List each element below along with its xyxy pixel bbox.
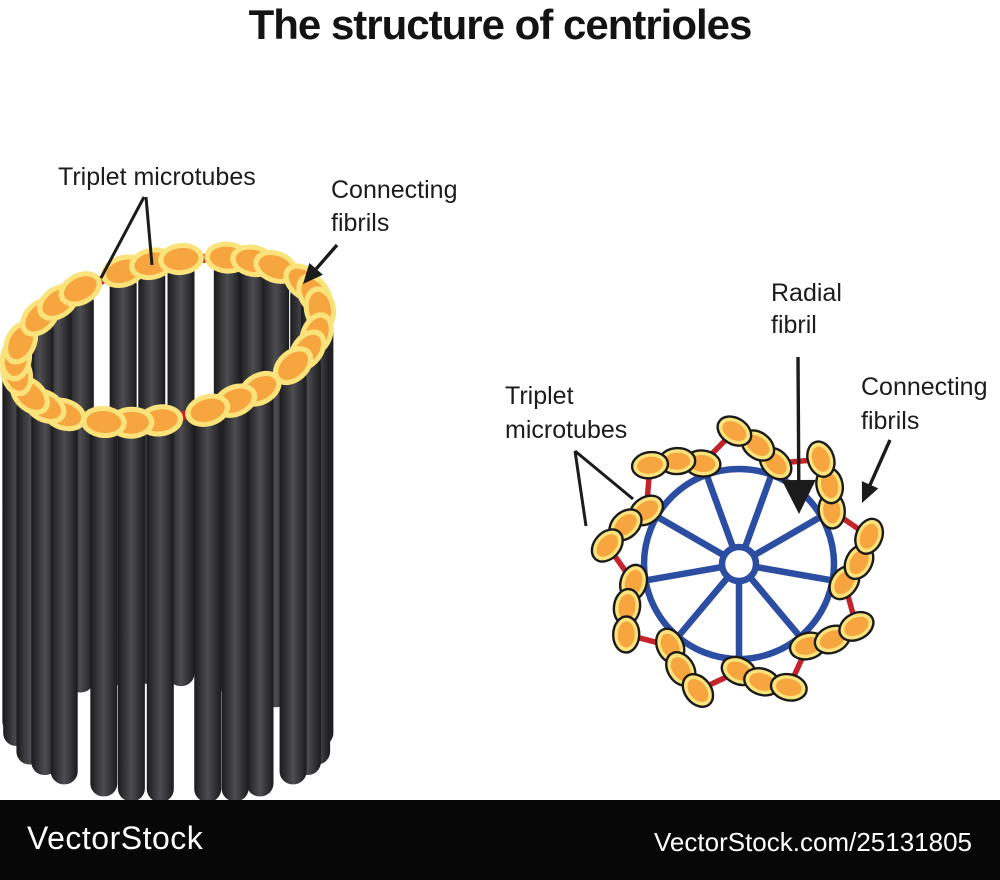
- oval-core: [859, 523, 879, 549]
- triplet-microtube: [681, 673, 715, 708]
- oval-core: [775, 678, 802, 697]
- radial-fibril-spoke: [677, 574, 732, 637]
- microtubule-tube: [167, 258, 195, 687]
- oval-core: [819, 630, 845, 649]
- oval-core: [749, 672, 775, 691]
- radial-fibril-spoke: [754, 563, 831, 584]
- oval-core: [664, 452, 691, 470]
- radial-fibril-spoke: [704, 476, 737, 551]
- microtubule-tube: [50, 414, 78, 785]
- microtubule-tube: [246, 388, 274, 797]
- microtubule-tube: [221, 400, 249, 802]
- central-hub: [718, 543, 760, 585]
- triplet-microtube-end: [80, 405, 127, 439]
- connecting-fibrils-arrow-right-head: [861, 481, 879, 503]
- triplet-microtube: [716, 415, 753, 447]
- oval-core: [163, 247, 199, 271]
- radial-fibril-spoke: [657, 515, 727, 559]
- triplet-microtube: [769, 672, 808, 702]
- label-text: Connecting: [861, 373, 988, 401]
- microtubule-tube: [194, 410, 222, 802]
- pointer-line: [144, 196, 154, 266]
- microtubule-tube: [146, 420, 174, 802]
- triplet-microtube: [590, 528, 624, 563]
- triplet-microtube-end: [58, 271, 102, 307]
- radial-fibril-spoke: [647, 563, 724, 584]
- connecting-fibrils-arrow-left-shaft: [313, 243, 339, 272]
- label-text: Radial: [771, 279, 842, 307]
- label-radial-fibril: Radial fibril: [771, 277, 842, 341]
- oval-core: [86, 410, 122, 434]
- oval-core: [670, 657, 691, 681]
- triplet-microtube: [806, 440, 836, 478]
- microtubule-tube: [279, 365, 307, 785]
- label-text: Connecting: [331, 176, 458, 204]
- radial-fibril-arrow-shaft: [796, 356, 801, 483]
- oval-core: [614, 514, 637, 536]
- radial-fibril-spoke: [741, 476, 774, 551]
- label-text: microtubes: [505, 416, 628, 444]
- vectorstock-logo: VectorStock: [27, 820, 204, 856]
- label-text: Triplet: [505, 382, 574, 410]
- oval-core: [811, 446, 830, 472]
- triplet-microtube: [654, 627, 686, 665]
- centriole-3d-view: [0, 241, 337, 802]
- pointer-line: [574, 449, 634, 501]
- oval-core: [618, 594, 636, 620]
- connecting-fibrils-arrow-left-head: [303, 263, 323, 284]
- microtubule-tube: [90, 421, 118, 797]
- label-triplet-microtubes-3d: Triplet microtubes: [58, 161, 256, 194]
- label-text: fibrils: [331, 209, 390, 237]
- centriole-cross-section-view: [590, 415, 885, 708]
- watermark-url: VectorStock.com/25131805: [654, 827, 972, 857]
- label-connecting-fibrils-3d: Connecting fibrils: [331, 174, 457, 240]
- annotation-lines: [99, 196, 892, 527]
- label-text: Triplet microtubes: [58, 163, 256, 191]
- triplet-microtube-end: [158, 242, 204, 276]
- page-title: The structure of centrioles: [248, 1, 753, 48]
- oval-core: [746, 435, 770, 456]
- triplet-microtube: [611, 615, 641, 654]
- oval-core: [596, 534, 619, 557]
- footer-bar: VectorStock VectorStock.com/25131805: [0, 800, 1000, 880]
- triplet-microtube: [838, 610, 875, 642]
- oval-core: [687, 679, 709, 702]
- oval-core: [820, 472, 839, 499]
- oval-core: [63, 276, 97, 302]
- cartwheel: [640, 465, 838, 663]
- label-text: fibril: [771, 311, 817, 339]
- triplet-microtube-end: [185, 393, 231, 427]
- oval-core: [617, 621, 635, 648]
- oval-core: [190, 398, 225, 422]
- oval-core: [637, 456, 663, 474]
- oval-core: [278, 351, 309, 380]
- radial-fibril-spoke: [746, 574, 801, 637]
- pointer-line: [99, 196, 146, 279]
- label-connecting-fibrils-cross-section: Connecting fibrils: [861, 370, 987, 438]
- microtubule-tube: [117, 422, 145, 802]
- label-triplet-microtubes-cross-section: Triplet microtubes: [505, 379, 627, 447]
- oval-core: [722, 421, 747, 442]
- label-text: fibrils: [861, 407, 920, 435]
- pointer-line: [573, 450, 588, 527]
- oval-core: [849, 549, 869, 575]
- triplet-microtube: [854, 517, 885, 555]
- triplet-microtube: [630, 450, 670, 480]
- radial-fibril-arrow-head: [781, 479, 816, 514]
- oval-core: [823, 497, 841, 524]
- connecting-fibrils-arrow-right-shaft: [867, 439, 892, 488]
- triplet-microtube-end: [272, 346, 314, 386]
- radial-fibril-spoke: [751, 515, 821, 559]
- oval-core: [844, 616, 869, 637]
